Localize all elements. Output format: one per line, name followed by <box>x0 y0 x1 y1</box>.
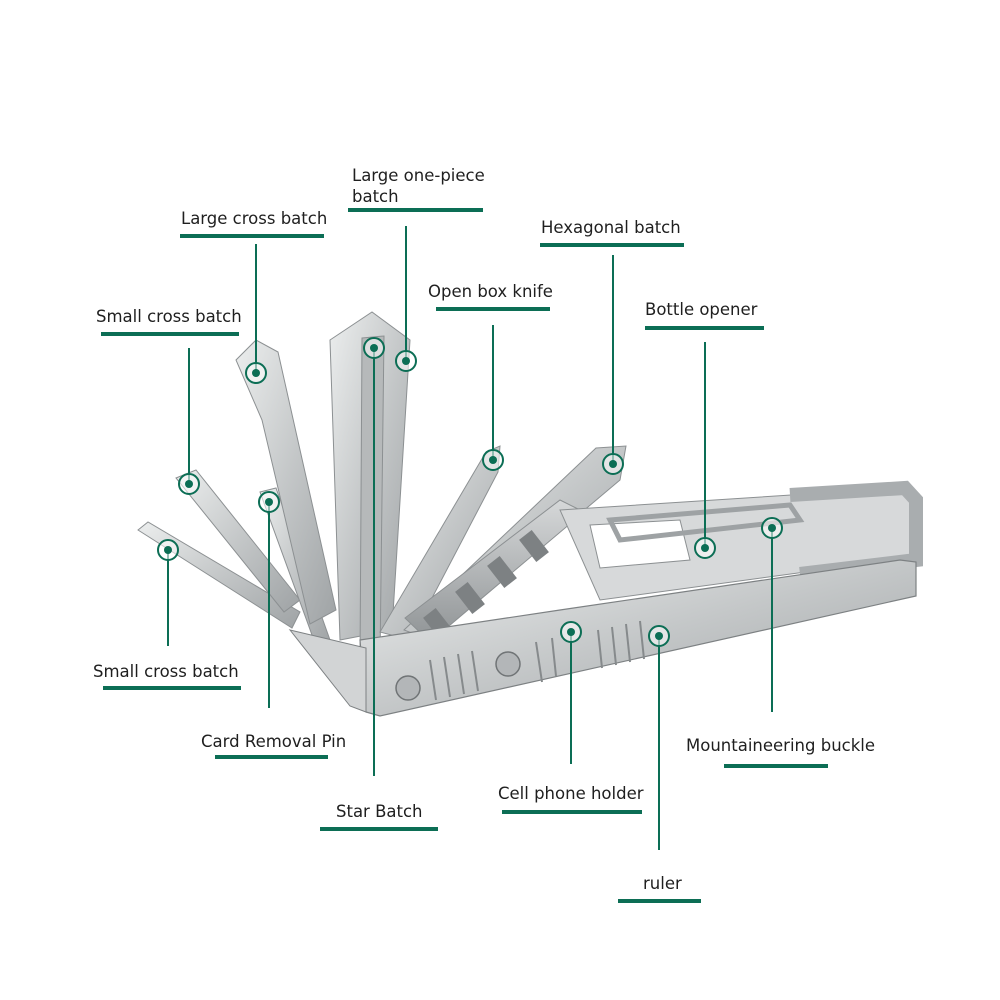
underline-cell-phone-holder <box>502 810 642 814</box>
card-removal-pin-dot <box>258 491 280 513</box>
callout-dots <box>157 337 783 647</box>
label-star-batch: Star Batch <box>336 802 423 821</box>
label-small-cross-batch-top: Small cross batch <box>96 307 242 326</box>
open-box-knife-blade <box>379 445 501 641</box>
label-mountaineering-buckle: Mountaineering buckle <box>686 736 876 755</box>
cell-phone-holder-dot <box>560 621 582 643</box>
large-one-piece-batch-dot <box>395 350 417 372</box>
underline-small-cross-batch-top <box>101 332 239 336</box>
open-box-knife-dot <box>482 449 504 471</box>
underline-bottle-opener <box>645 326 764 330</box>
underline-ruler <box>618 899 701 903</box>
label-small-cross-batch-bottom: Small cross batch <box>93 662 239 681</box>
underline-star-batch <box>320 827 438 831</box>
large-cross-batch-dot <box>245 362 267 384</box>
label-bottle-opener: Bottle opener <box>645 300 758 319</box>
handle-body <box>359 559 917 717</box>
label-cell-phone-holder: Cell phone holder <box>498 784 644 803</box>
tool-blades <box>137 311 627 663</box>
label-open-box-knife: Open box knife <box>428 282 553 301</box>
screw-right <box>495 651 521 677</box>
underline-hexagonal-batch <box>540 243 684 247</box>
multitool-body <box>288 480 923 717</box>
underline-small-cross-batch-bottom <box>103 686 241 690</box>
small-cross-batch-bottom-dot <box>157 539 179 561</box>
ruler-dot <box>648 625 670 647</box>
small-cross-batch-top-dot <box>178 473 200 495</box>
bottle-opener-dot <box>694 537 716 559</box>
label-card-removal-pin: Card Removal Pin <box>201 732 347 751</box>
hexagonal-batch-dot <box>602 453 624 475</box>
underline-open-box-knife <box>436 307 550 311</box>
star-batch-dot <box>363 337 385 359</box>
underline-large-cross-batch <box>180 234 324 238</box>
label-large-one-piece-batch: Large one-piece batch <box>352 166 485 206</box>
label-ruler: ruler <box>643 874 682 893</box>
screw-left <box>395 675 421 701</box>
underline-card-removal-pin <box>215 755 328 759</box>
mountaineering-buckle-wire <box>606 502 805 543</box>
mountaineering-buckle-dot <box>761 517 783 539</box>
underline-large-one-piece-batch <box>348 208 483 212</box>
underline-mountaineering-buckle <box>724 764 828 768</box>
bottle-opener-cutout <box>589 519 691 569</box>
label-large-cross-batch: Large cross batch <box>181 209 328 228</box>
label-hexagonal-batch: Hexagonal batch <box>541 218 681 237</box>
leader-lines <box>167 226 773 850</box>
star-batch-blade <box>359 335 385 663</box>
